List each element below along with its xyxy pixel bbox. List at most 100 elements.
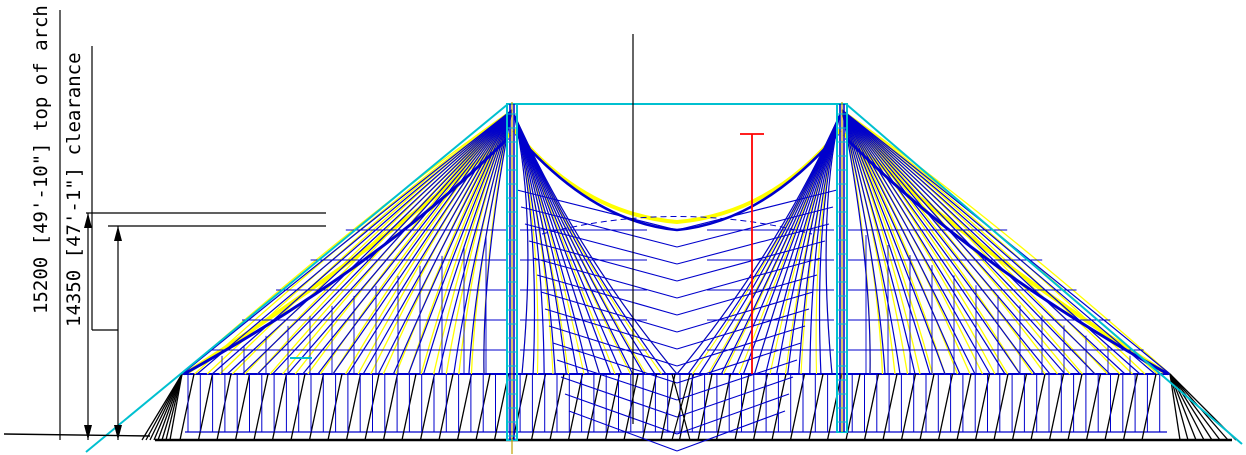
blue-chevron-line <box>568 410 678 452</box>
blue-chevron-line <box>544 308 678 350</box>
skirt-hatch-line <box>327 373 343 441</box>
blue-chevron-line <box>676 291 814 333</box>
blue-chevron-line <box>556 359 678 401</box>
blue-fan-line-left <box>302 109 513 375</box>
blue-membrane-mesh <box>181 109 1171 452</box>
blue-fan-line-right <box>841 109 976 375</box>
blue-fan-line-right <box>841 109 961 375</box>
blue-fan-line-right <box>841 109 991 375</box>
skirt-hatch-line <box>715 373 732 441</box>
blue-fan-line-left <box>377 109 513 375</box>
blue-fan-line-left <box>226 109 513 375</box>
outline-right-line <box>845 103 1243 445</box>
blue-fan-line-right <box>841 109 901 375</box>
blue-inner-line-left <box>513 113 545 375</box>
skirt-hatch-line <box>771 373 787 441</box>
blue-chevron-line <box>676 393 790 435</box>
skirt-hatch-line <box>530 373 547 441</box>
skirt-hatch-line <box>845 373 861 441</box>
blue-fan-line-left <box>272 109 513 375</box>
blue-fan-line-right <box>841 109 1036 375</box>
blue-chevron-line <box>676 223 830 265</box>
blue-fan-line-left <box>181 109 513 375</box>
blue-fan-line-left <box>196 109 513 375</box>
blue-fan-line-right <box>841 109 871 375</box>
blue-fan-line-right <box>841 109 886 375</box>
masts <box>506 102 848 454</box>
blue-fan-line-left <box>362 109 513 375</box>
skirt-hatch-line <box>1141 373 1157 441</box>
blue-fan-line-left <box>468 109 513 375</box>
dimension-label-top-of-arch: 15200 [49'-10"] top of arch <box>30 5 52 314</box>
blue-chevron-line <box>676 257 822 299</box>
blue-chevron-line <box>560 376 678 418</box>
blue-chevron-line <box>524 223 678 265</box>
corner-hatch-right <box>1169 373 1213 441</box>
blue-inner-line-right <box>809 113 841 375</box>
skirt-hatch-line <box>216 373 232 441</box>
blue-fan-line-left <box>317 109 513 375</box>
blue-chevron-line <box>676 189 838 231</box>
yellow-fan-line-right <box>841 109 1171 375</box>
blue-chevron-line <box>676 410 786 452</box>
skirt-hatch-line <box>678 373 695 441</box>
corner-hatch-right <box>1169 373 1197 441</box>
skirt-hatch-line <box>419 373 436 441</box>
blue-fan-line-right <box>841 109 1006 375</box>
blue-fan-line-left <box>257 109 513 375</box>
skirt-hatch-line <box>234 373 251 441</box>
skirt-hatch-line <box>382 373 399 441</box>
blue-chevron-line <box>564 393 678 435</box>
blue-chevron-line <box>516 189 678 231</box>
skirt-hatch-line <box>826 373 843 441</box>
yellow-saddle-edge <box>512 128 842 225</box>
blue-chevron-line <box>676 359 798 401</box>
dimension-lines <box>3 10 326 440</box>
skirt-hatch-line <box>567 373 584 441</box>
blue-saddle-edge <box>515 133 839 232</box>
blue-fan-line-left <box>453 109 513 375</box>
skirt-hatch-line <box>808 373 824 441</box>
blue-fan-line-right <box>841 109 1021 375</box>
blue-chevron-line <box>548 325 678 367</box>
yellow-fan-line-left <box>395 109 513 375</box>
skirt-hatch-line <box>345 373 362 441</box>
skirt-hatch-line <box>253 373 269 441</box>
base-wall <box>141 373 1237 442</box>
dimension-label-clearance: 14350 [47'-1"] clearance <box>63 52 85 327</box>
skirt-hatch-line <box>863 373 880 441</box>
blue-chevron-line <box>532 257 678 299</box>
blue-fan-line-left <box>241 109 513 375</box>
blue-fan-line-right <box>841 109 1156 375</box>
blue-fan-line-right <box>841 109 1096 375</box>
blue-chevron-line <box>676 240 826 282</box>
blue-chevron-line <box>520 206 678 248</box>
yellow-fan-line-right <box>841 109 959 375</box>
dimension-arrow-up <box>114 226 122 241</box>
skirt-hatch-line <box>1067 373 1083 441</box>
blue-inner-line-right <box>742 113 841 375</box>
blue-chevron-line <box>676 274 818 316</box>
corner-hatch-right <box>1169 373 1221 441</box>
blue-fan-line-right <box>841 109 1126 375</box>
blue-fan-line-left <box>347 109 513 375</box>
blue-chevron-line <box>676 308 810 350</box>
skirt-hatch-line <box>789 373 806 441</box>
blue-fan-line-right <box>841 109 1111 375</box>
blue-fan-line-left <box>483 109 513 375</box>
skirt-hatch-line <box>993 373 1009 441</box>
blue-dashed-arc <box>541 216 813 235</box>
blue-fan-line-right <box>841 109 1066 375</box>
yellow-membrane-lines <box>181 109 1171 375</box>
skirt-hatch-line <box>271 373 288 441</box>
skirt-hatch-line <box>197 373 214 441</box>
skirt-hatch-line <box>604 373 621 441</box>
outline-left-line <box>85 103 509 453</box>
blue-fan-line-left <box>287 109 513 375</box>
skirt-hatch-line <box>752 373 769 441</box>
skirt-hatch-line <box>919 373 935 441</box>
blue-fan-line-right <box>841 109 946 375</box>
corner-hatch-right <box>1169 373 1181 441</box>
skirt-hatch-line <box>456 373 473 441</box>
blue-fan-line-right <box>841 109 1081 375</box>
